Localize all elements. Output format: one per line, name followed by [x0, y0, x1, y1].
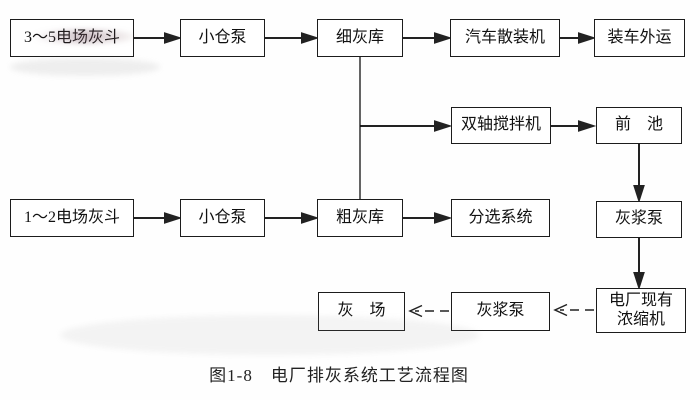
- node-ash-slurry-pump-bottom: 灰浆泵: [451, 292, 550, 331]
- node-forebay: 前 池: [596, 107, 682, 144]
- node-coarse-ash-silo: 粗灰库: [317, 199, 403, 237]
- node-fine-ash-silo: 细灰库: [317, 19, 403, 57]
- node-twin-shaft-mixer: 双轴搅拌机: [451, 107, 551, 144]
- figure-caption: 图1-8 电厂排灰系统工艺流程图: [209, 366, 469, 385]
- node-ash-field: 灰 场: [318, 292, 405, 331]
- node-small-bin-pump-bottom: 小仓泵: [180, 199, 265, 237]
- node-ash-slurry-pump-right: 灰浆泵: [596, 201, 682, 238]
- node-sorting-system: 分选系统: [451, 199, 550, 237]
- node-small-bin-pump-top: 小仓泵: [180, 19, 265, 57]
- node-truck-bulk-loader: 汽车散装机: [450, 19, 560, 57]
- node-load-out: 装车外运: [594, 19, 685, 57]
- node-existing-thickener: 电厂现有 浓缩机: [596, 288, 686, 333]
- node-hopper-3-5: 3～5电场灰斗: [10, 19, 134, 57]
- node-hopper-1-2: 1～2电场灰斗: [10, 199, 134, 237]
